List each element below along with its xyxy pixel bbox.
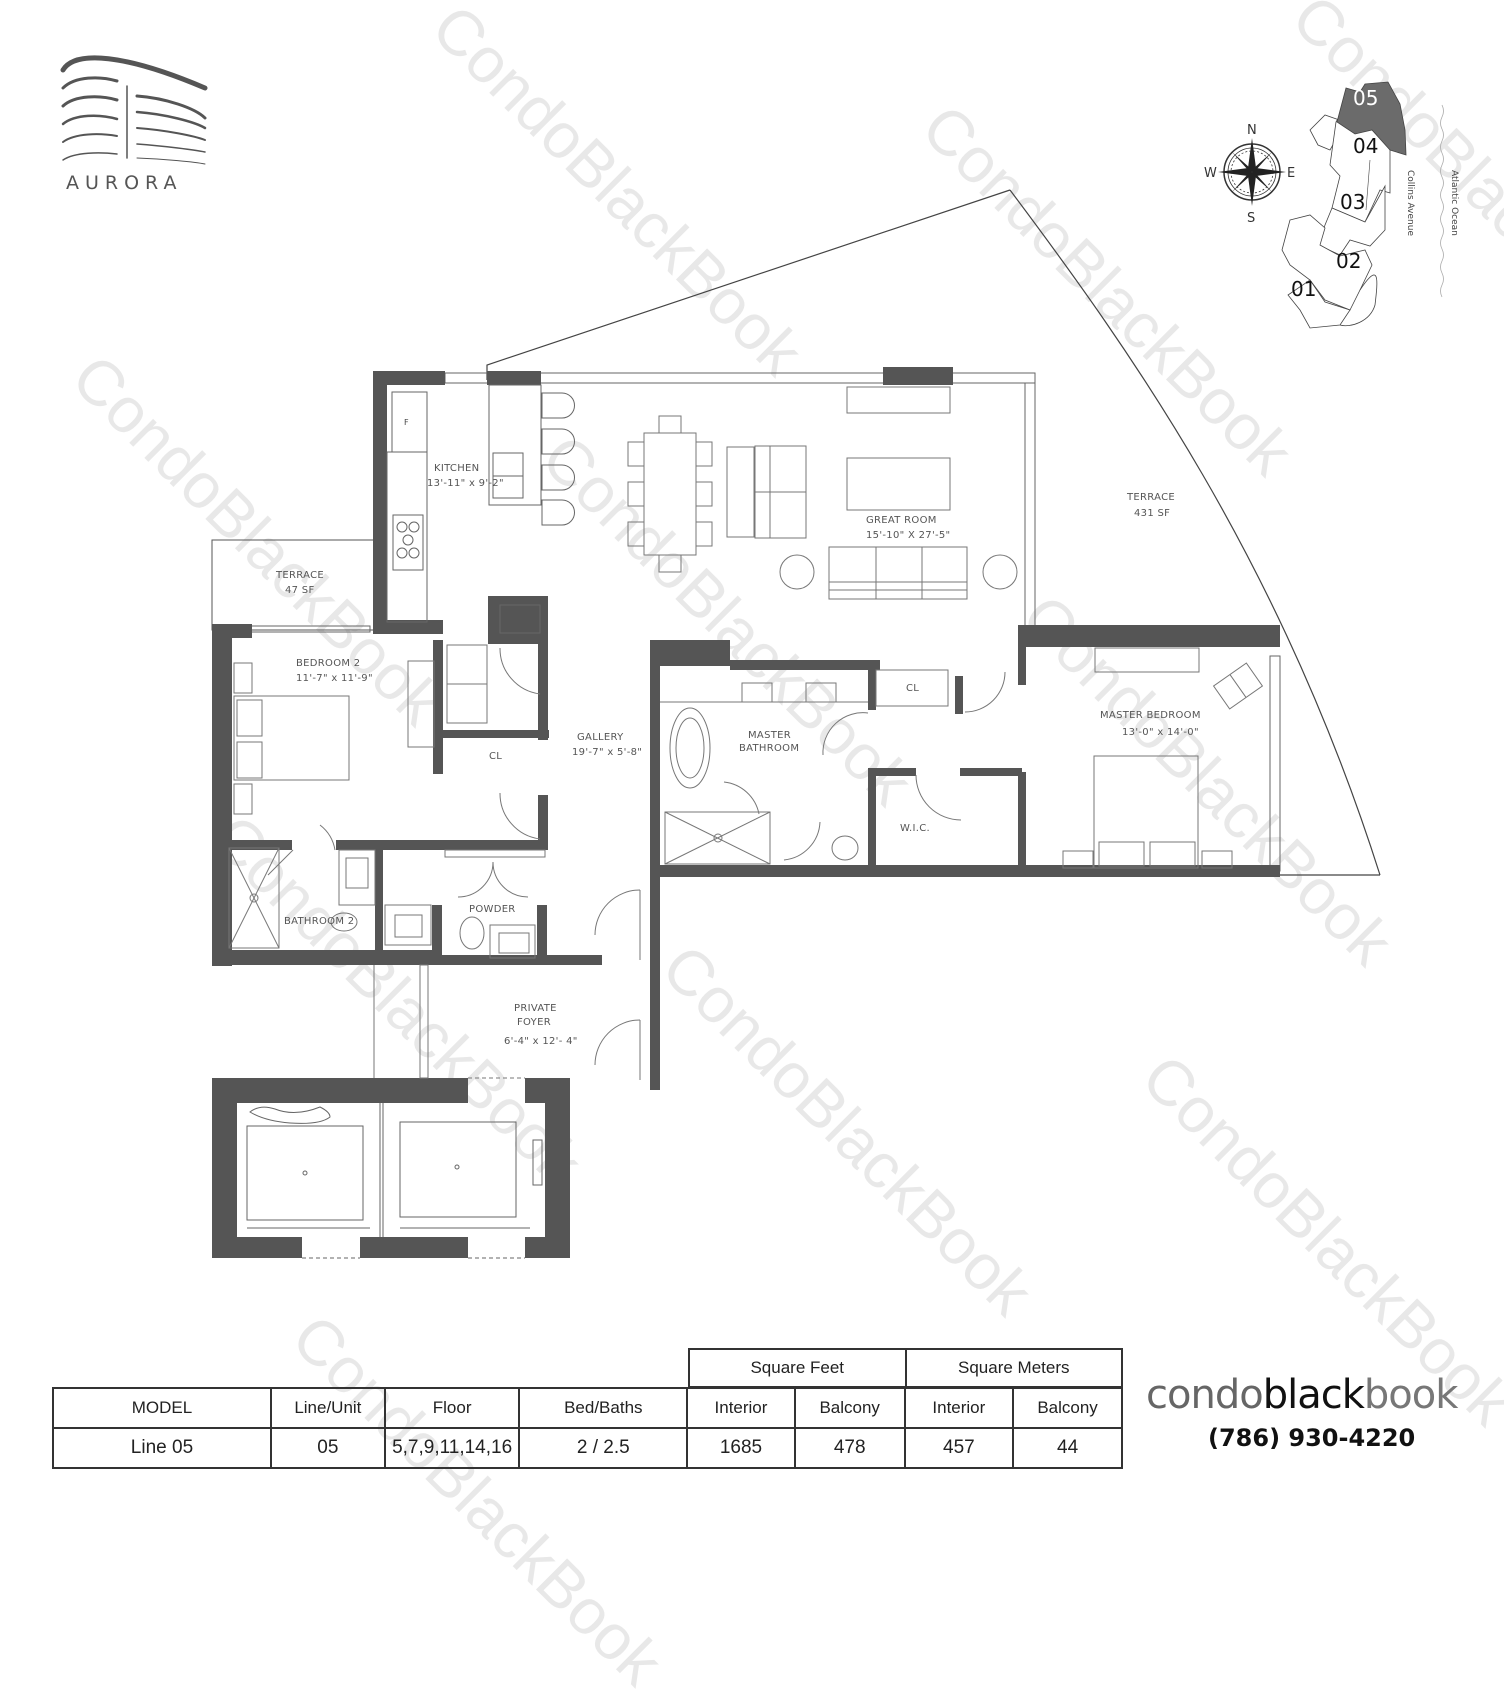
- unit-05-label: 05: [1353, 86, 1378, 110]
- master-bath-label-2: BATHROOM: [739, 743, 799, 754]
- master-bedroom-dims: 13'-0" x 14'-0": [1122, 727, 1199, 738]
- spec-table: MODEL Line/Unit Floor Bed/Baths Interior…: [52, 1387, 1123, 1469]
- brand-part-condo: condo: [1146, 1372, 1264, 1418]
- unit-02-label: 02: [1336, 249, 1361, 273]
- cell-floor: 5,7,9,11,14,16: [383, 1427, 521, 1469]
- compass-s-label: S: [1247, 211, 1255, 226]
- keyplan: N S W E 05 04 03 02 01 Collins Avenue At…: [1204, 81, 1459, 329]
- unit-01-label: 01: [1291, 277, 1316, 301]
- cell-sqft-balcony: 478: [793, 1427, 906, 1469]
- master-bath-label-1: MASTER: [748, 730, 791, 741]
- closet-2-label: CL: [906, 683, 919, 694]
- floor-plan: F: [211, 189, 1381, 1259]
- unit-04-label: 04: [1353, 134, 1378, 158]
- header-sqft-balcony: Balcony: [793, 1387, 906, 1429]
- aurora-logo-text: AURORA: [66, 172, 183, 194]
- header-bed-baths: Bed/Baths: [518, 1387, 689, 1429]
- header-sqm-interior: Interior: [903, 1387, 1015, 1429]
- street-label: Collins Avenue: [1405, 170, 1415, 236]
- closet-1-label: CL: [489, 751, 502, 762]
- cell-sqm-interior: 457: [903, 1427, 1015, 1469]
- unit-05-highlight: [1336, 81, 1407, 156]
- kitchen-label: KITCHEN: [434, 463, 479, 474]
- foyer-label-2: FOYER: [517, 1017, 551, 1028]
- table-row: Line 05 05 5,7,9,11,14,16 2 / 2.5 1685 4…: [52, 1427, 1123, 1469]
- gallery-label: GALLERY: [577, 732, 624, 743]
- walls: [212, 367, 1280, 1258]
- great-room-dims: 15'-10" X 27'-5": [866, 530, 950, 541]
- master-bedroom-label: MASTER BEDROOM: [1100, 710, 1201, 721]
- aurora-logo-icon: [60, 55, 208, 165]
- cell-line-unit: 05: [269, 1427, 386, 1469]
- foyer-label-1: PRIVATE: [514, 1003, 557, 1014]
- bathroom2-label: BATHROOM 2: [284, 916, 354, 927]
- header-sqm-balcony: Balcony: [1012, 1387, 1123, 1429]
- terrace-main-area: 431 SF: [1134, 508, 1170, 519]
- spec-table-group-header: Square Feet Square Meters: [688, 1348, 1123, 1388]
- great-room-label: GREAT ROOM: [866, 515, 937, 526]
- terrace-small-area: 47 SF: [285, 585, 315, 596]
- terrace-main-label: TERRACE: [1126, 492, 1175, 503]
- cell-sqft-interior: 1685: [686, 1427, 796, 1469]
- header-line-unit: Line/Unit: [269, 1387, 386, 1429]
- watermark: CondoBlackBook: [278, 1300, 677, 1699]
- unit-03-label: 03: [1340, 190, 1365, 214]
- powder-label: POWDER: [469, 904, 516, 915]
- brand-part-book: book: [1363, 1372, 1458, 1418]
- cell-sqm-balcony: 44: [1012, 1427, 1123, 1469]
- header-floor: Floor: [383, 1387, 521, 1429]
- foyer-dims: 6'-4" x 12'- 4": [504, 1036, 578, 1047]
- compass-rose-icon: [1218, 138, 1286, 206]
- fridge-mark: F: [404, 418, 409, 427]
- cell-model: Line 05: [52, 1427, 272, 1469]
- ocean-label: Atlantic Ocean: [1449, 170, 1459, 236]
- bedroom2-label: BEDROOM 2: [296, 658, 360, 669]
- terrace-small-label: TERRACE: [275, 570, 324, 581]
- compass-n-label: N: [1247, 123, 1257, 138]
- compass-e-label: E: [1287, 166, 1295, 181]
- condoblackbook-logo: condoblackbook: [1146, 1372, 1458, 1418]
- phone-number[interactable]: (786) 930-4220: [1208, 1424, 1416, 1452]
- header-square-meters: Square Meters: [904, 1348, 1123, 1388]
- header-sqft-interior: Interior: [686, 1387, 796, 1429]
- gallery-dims: 19'-7" x 5'-8": [572, 747, 642, 758]
- bedroom2-dims: 11'-7" x 11'-9": [296, 673, 373, 684]
- header-model: MODEL: [52, 1387, 272, 1429]
- cell-bed-baths: 2 / 2.5: [518, 1427, 689, 1469]
- brand-part-black: black: [1262, 1372, 1365, 1418]
- kitchen-dims: 13'-11" x 9'-2": [427, 478, 504, 489]
- wic-label: W.I.C.: [900, 823, 930, 834]
- header-square-feet: Square Feet: [688, 1348, 907, 1388]
- compass-w-label: W: [1204, 166, 1217, 181]
